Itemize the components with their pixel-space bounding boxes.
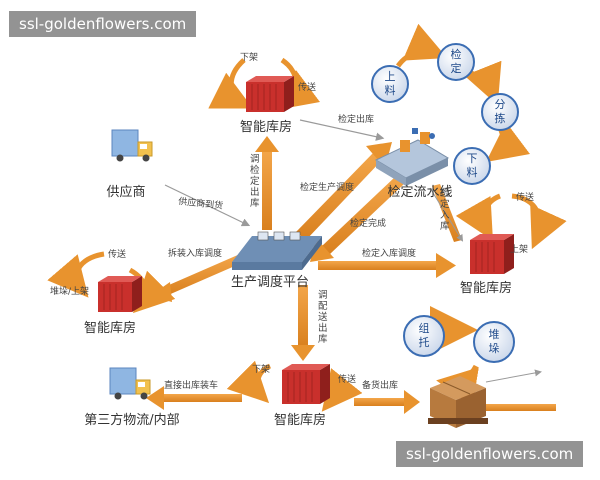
label-insp-in-vertical: 检定入库 <box>440 187 450 232</box>
container-icon-bottom <box>282 364 330 404</box>
truck-icon-third-party <box>109 367 151 400</box>
label-insp-out-vertical: 调检定出库 <box>250 154 260 209</box>
loop-left-warehouse <box>47 251 176 314</box>
arrow-platform-to-left-warehouse <box>150 254 244 302</box>
label-top-offshelf: 下架 <box>240 52 258 63</box>
arrow-platform-to-bottom-warehouse <box>291 285 315 361</box>
cycle-node-sort-text-1: 分 <box>495 98 506 111</box>
label-out-schedule: 检定生产调度 <box>300 181 354 193</box>
label-warehouse-right: 智能库房 <box>460 280 512 296</box>
label-in-schedule: 检定入库调度 <box>362 247 416 259</box>
label-third-party: 第三方物流/内部 <box>84 412 179 428</box>
arrow-platform-to-right-warehouse <box>318 253 456 278</box>
cycle-node-sort-text-2: 拣 <box>495 111 506 125</box>
cycle-node-unload-text-1: 下 <box>467 152 478 165</box>
label-stock-out: 备货出库 <box>362 379 398 391</box>
stack-node-pallet: 组 托 <box>403 315 445 357</box>
watermark-bottom: ssl-goldenflowers.com <box>396 441 584 467</box>
cycle-node-unload: 下 料 <box>453 147 491 185</box>
label-supplier-arrival: 供应商到货 <box>178 195 224 212</box>
conveyor-icon <box>374 128 450 186</box>
cycle-node-inspect: 检 定 <box>437 43 475 81</box>
label-right-shelf: 上架 <box>510 244 528 255</box>
cycle-node-load-text-1: 上 <box>385 70 396 83</box>
stack-node-stack-text-1: 堆 <box>489 328 500 341</box>
cycle-node-inspect-text-2: 定 <box>451 61 462 75</box>
arrow-warehouse-to-third-party <box>146 386 242 410</box>
stack-cycle-arrows <box>430 306 479 407</box>
container-icon-left <box>98 276 142 312</box>
watermark-top: ssl-goldenflowers.com <box>9 11 197 37</box>
cycle-node-load-text-2: 料 <box>385 83 396 97</box>
label-left-stack: 堆垛/上架 <box>50 286 89 297</box>
stack-node-stack-text-2: 垛 <box>489 342 500 355</box>
label-bottom-transfer: 传送 <box>338 373 356 385</box>
label-left-transfer: 传送 <box>108 248 126 260</box>
label-warehouse-top: 智能库房 <box>240 119 292 135</box>
cycle-node-load: 上 料 <box>371 65 409 103</box>
label-right-transfer: 传送 <box>516 191 534 203</box>
label-platform: 生产调度平台 <box>231 274 309 290</box>
loop-right-warehouse <box>455 193 567 250</box>
pallet-box-icon <box>428 376 488 428</box>
label-direct-load: 直接出库装车 <box>164 379 218 391</box>
arrow-warehouse-to-pallet <box>354 390 420 414</box>
arrow-pallet-out <box>486 404 556 411</box>
arrow-top-to-inspection <box>299 119 385 141</box>
label-unpack-schedule: 拆装入库调度 <box>168 247 222 259</box>
stack-node-pallet-text-1: 组 <box>419 321 430 335</box>
label-supplier: 供应商 <box>106 184 145 200</box>
label-done: 检定完成 <box>350 217 386 229</box>
stack-node-pallet-text-2: 托 <box>419 335 430 349</box>
cycle-node-unload-text-2: 料 <box>467 165 478 179</box>
label-bottom-offshelf: 下架 <box>252 364 270 375</box>
label-top-transfer: 传送 <box>298 81 316 93</box>
container-icon-top <box>246 76 294 112</box>
cycle-node-inspect-text-1: 检 <box>451 47 462 61</box>
stack-node-stack: 堆 垛 <box>473 321 515 363</box>
truck-icon-supplier <box>111 129 153 162</box>
arrow-platform-to-top-warehouse <box>255 136 279 230</box>
label-insp-out: 检定出库 <box>338 113 374 125</box>
container-icon-right <box>470 234 514 274</box>
label-warehouse-bottom: 智能库房 <box>274 412 326 428</box>
cycle-node-sort: 分 拣 <box>481 93 519 131</box>
label-inspection-line: 检定流水线 <box>387 185 452 200</box>
platform-icon <box>232 231 322 270</box>
arrow-supplier-to-platform <box>164 184 251 227</box>
label-warehouse-left: 智能库房 <box>84 320 136 336</box>
label-dispatch-vertical: 调配送出库 <box>318 290 328 345</box>
arrow-stack-out <box>485 369 542 383</box>
